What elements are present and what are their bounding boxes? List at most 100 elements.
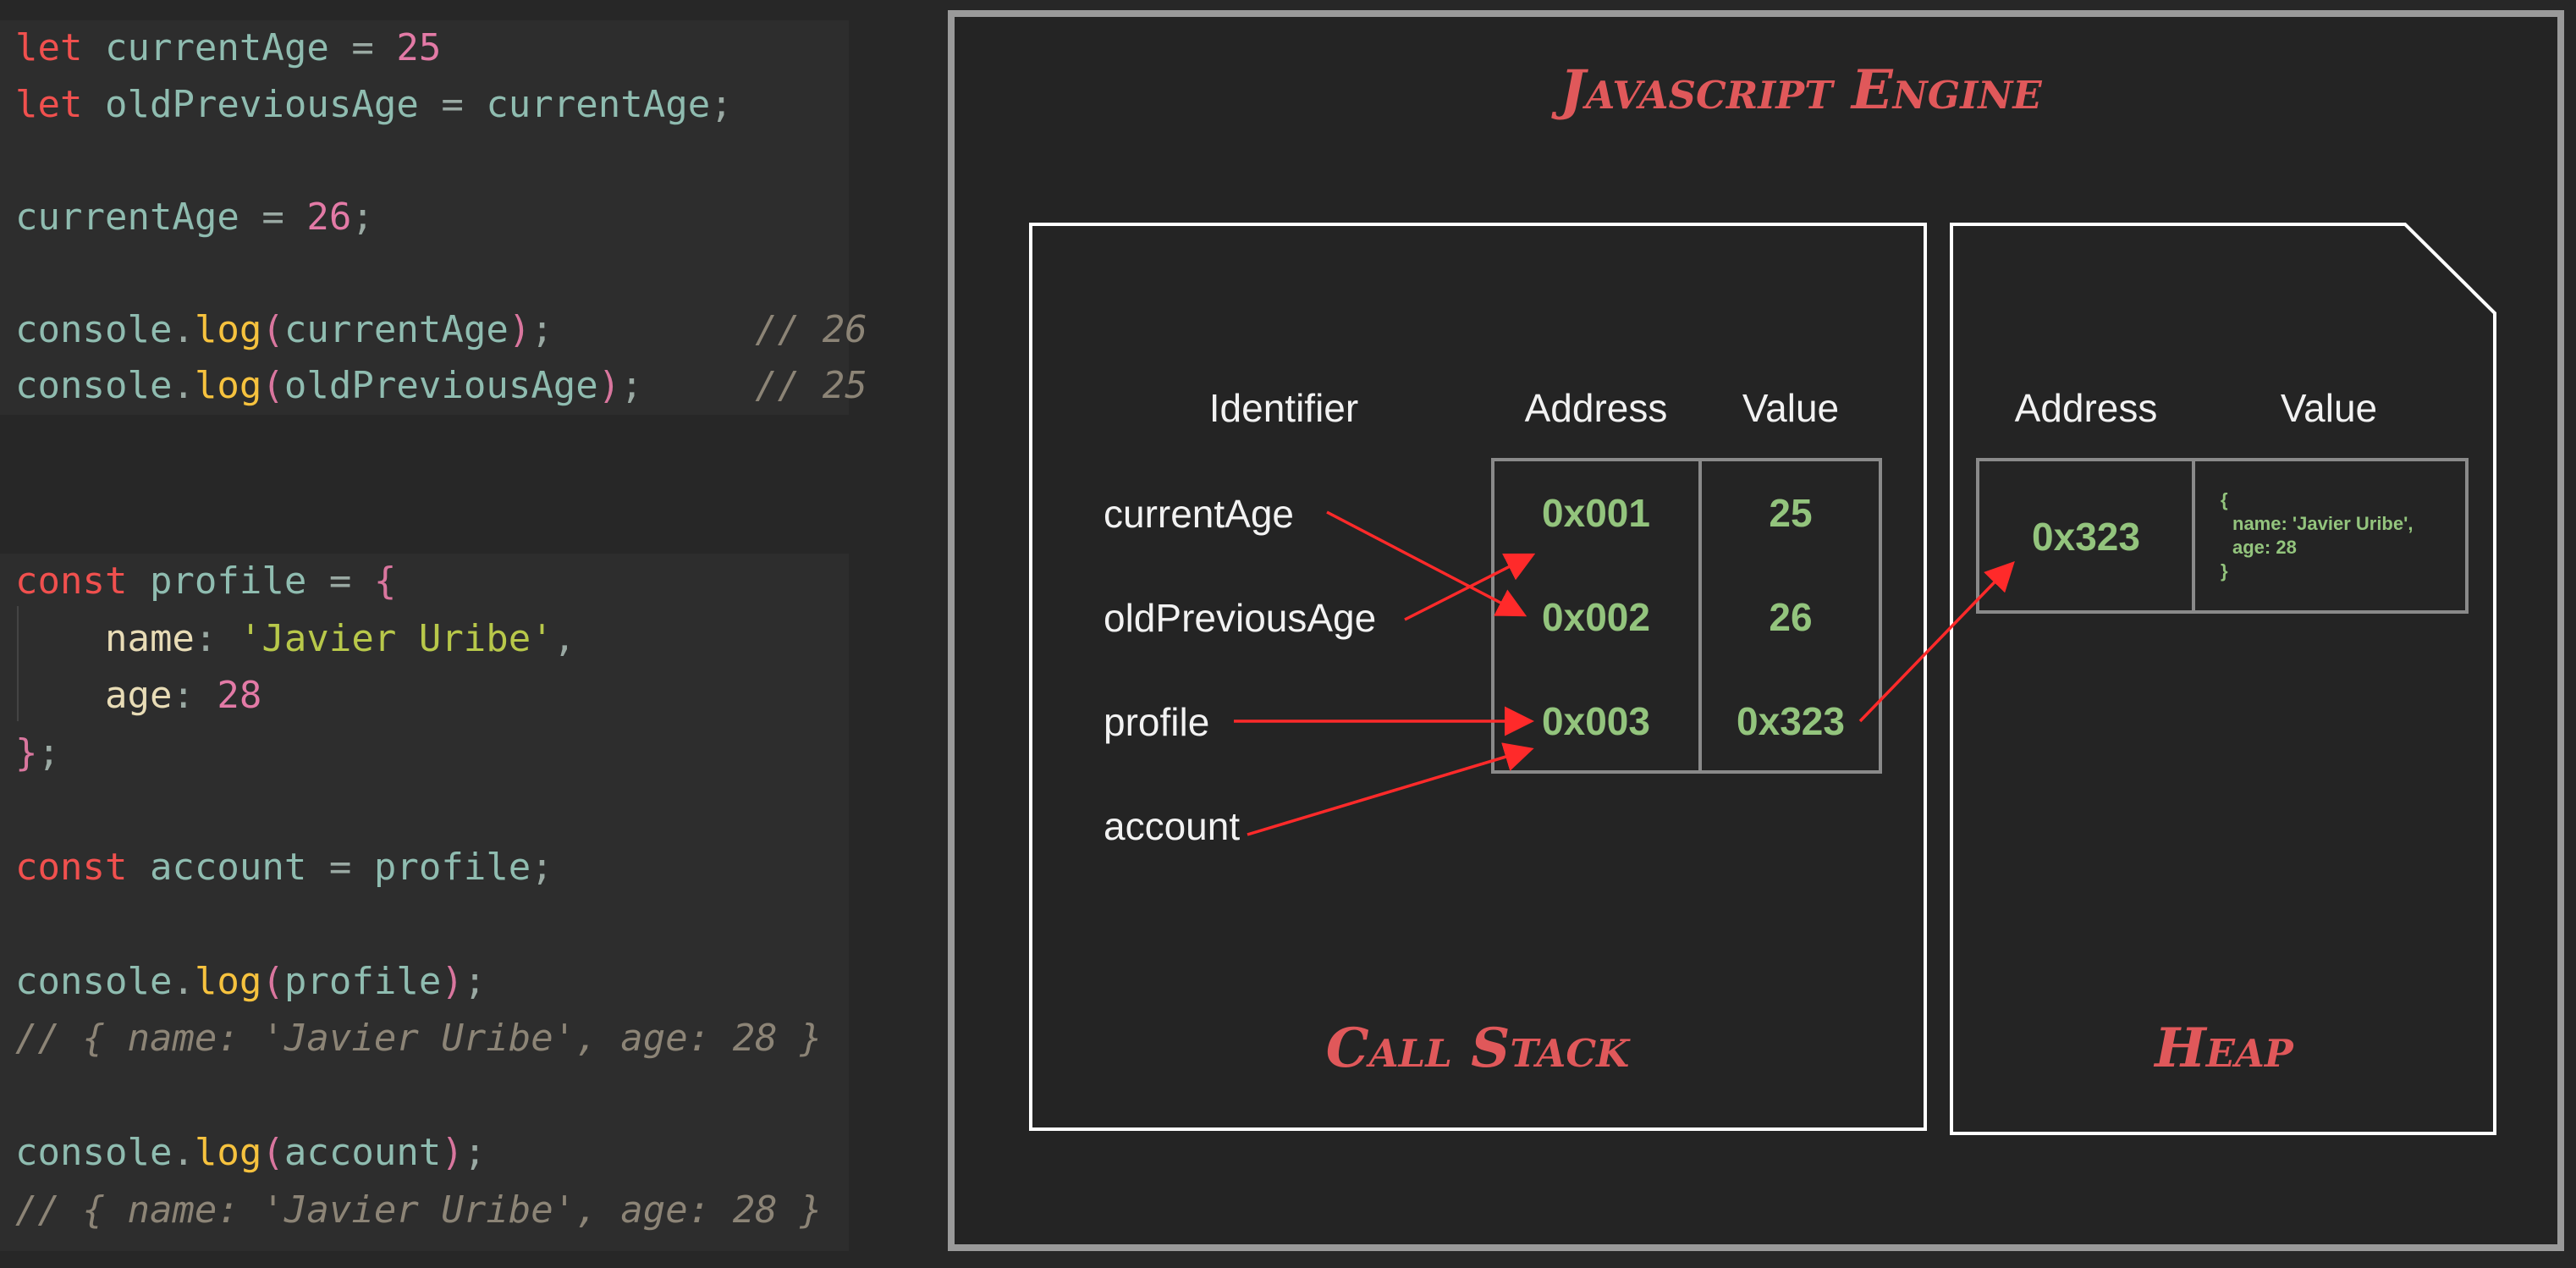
engine-title: Javascript Engine <box>1550 58 2042 122</box>
code-line: let currentAge = 25 <box>15 20 441 76</box>
code-token: currentAge <box>82 26 352 69</box>
code-token: } <box>15 730 38 775</box>
code-token: ) <box>597 364 621 407</box>
code-token: // { name: 'Javier Uribe', age: 28 } <box>15 1017 823 1060</box>
code-token: // { name: 'Javier Uribe', age: 28 } <box>15 1188 823 1232</box>
code-token: age <box>15 674 173 717</box>
code-line: }; <box>15 725 60 781</box>
code-token: ; <box>463 1131 487 1174</box>
code-token: ; <box>463 959 487 1003</box>
code-token: . <box>172 307 195 351</box>
code-token: console <box>15 307 173 351</box>
code-token: currentAge <box>463 82 711 126</box>
code-token: log <box>194 364 262 407</box>
code-token: : <box>194 616 239 660</box>
identifier-current-age: currentAge <box>1104 492 1294 536</box>
indent-guide <box>17 606 19 721</box>
code-token: console <box>15 959 173 1003</box>
code-line: const profile = { <box>15 554 396 609</box>
code-token: log <box>194 1131 262 1174</box>
heap-address-cell: 0x323 <box>2032 515 2140 559</box>
code-token: name <box>15 616 195 660</box>
code-token: = <box>328 560 352 603</box>
stack-table <box>1491 458 1882 774</box>
code-token: ; <box>531 307 553 351</box>
engine-frame <box>948 10 2564 1251</box>
code-line: age: 28 <box>15 668 261 724</box>
code-token: = <box>261 195 284 239</box>
code-token: ) <box>508 307 531 351</box>
code-line: // { name: 'Javier Uribe', age: 28 } <box>15 1011 823 1067</box>
code-token: ; <box>531 845 553 889</box>
code-token: const <box>15 845 128 889</box>
code-token: 25 <box>396 26 442 69</box>
arrow-old-previous-age-to-0x001 <box>1404 553 1536 621</box>
stack-value-cell: 25 <box>1769 491 1812 535</box>
code-block-objects: const profile = { name: 'Javier Uribe', … <box>0 554 849 1251</box>
heap-object-line: name: 'Javier Uribe', <box>2232 513 2413 534</box>
code-line: currentAge = 26; <box>15 190 374 245</box>
code-token: profile <box>127 560 329 603</box>
identifier-header: Identifier <box>1209 386 1358 430</box>
heap-table <box>1976 458 2469 614</box>
code-token: = <box>351 26 374 69</box>
code-token: currentAge <box>283 307 509 351</box>
call-stack-frame <box>1029 223 1927 1131</box>
heap-value-header: Value <box>2281 386 2377 430</box>
code-token: console <box>15 364 173 407</box>
code-token: ( <box>261 959 284 1003</box>
code-token: = <box>441 82 464 126</box>
code-token: { <box>373 560 397 603</box>
code-token: 26 <box>306 195 352 239</box>
code-token: profile <box>351 845 531 889</box>
code-token: . <box>172 1131 195 1174</box>
code-token: currentAge <box>15 195 262 239</box>
arrow-current-age-to-0x002 <box>1326 510 1527 617</box>
code-token: . <box>172 364 195 407</box>
call-stack-title: Call Stack <box>1326 1017 1631 1080</box>
code-token: 28 <box>217 674 262 717</box>
stack-address-cell: 0x003 <box>1542 699 1650 743</box>
code-token: profile <box>283 959 442 1003</box>
code-token: let <box>15 82 83 126</box>
code-token: const <box>15 560 128 603</box>
code-token: log <box>194 307 262 351</box>
code-token: account <box>283 1131 442 1174</box>
stack-address-header: Address <box>1525 386 1668 430</box>
heap-frame <box>1950 223 2496 1135</box>
code-line: console.log(profile); <box>15 954 486 1010</box>
code-token: oldPreviousAge <box>283 364 598 407</box>
code-token: : <box>172 674 217 717</box>
code-token: oldPreviousAge <box>82 82 442 126</box>
code-token: ( <box>261 364 284 407</box>
heap-title: Heap <box>2153 1017 2294 1080</box>
heap-object-line: age: 28 <box>2232 537 2297 558</box>
code-token: ; <box>620 364 643 407</box>
identifier-old-previous-age: oldPreviousAge <box>1104 596 1376 640</box>
heap-object-line: { <box>2221 489 2228 510</box>
code-token: ; <box>710 82 733 126</box>
code-token: ) <box>441 959 464 1003</box>
code-token: account <box>127 845 329 889</box>
code-token: 'Javier Uribe' <box>239 616 553 660</box>
code-token: let <box>15 26 83 69</box>
code-token: console <box>15 1131 173 1174</box>
stack-address-cell: 0x002 <box>1542 595 1650 639</box>
stack-value-header: Value <box>1742 386 1839 430</box>
code-token: ( <box>261 1131 284 1174</box>
code-token: // 25 <box>642 364 867 407</box>
arrow-account-to-0x003 <box>1247 742 1534 836</box>
code-line: let oldPreviousAge = currentAge; <box>15 77 733 133</box>
identifier-account: account <box>1104 804 1240 848</box>
code-line: name: 'Javier Uribe', <box>15 611 575 667</box>
heap-object-line: } <box>2221 560 2228 582</box>
code-line: console.log(oldPreviousAge); // 25 <box>15 358 867 414</box>
code-token: , <box>553 616 576 660</box>
code-token: // 26 <box>553 307 867 351</box>
code-line: console.log(currentAge); // 26 <box>15 302 867 358</box>
stack-value-cell: 0x323 <box>1737 699 1845 743</box>
stack-value-cell: 26 <box>1769 595 1812 639</box>
heap-address-header: Address <box>2015 386 2158 430</box>
